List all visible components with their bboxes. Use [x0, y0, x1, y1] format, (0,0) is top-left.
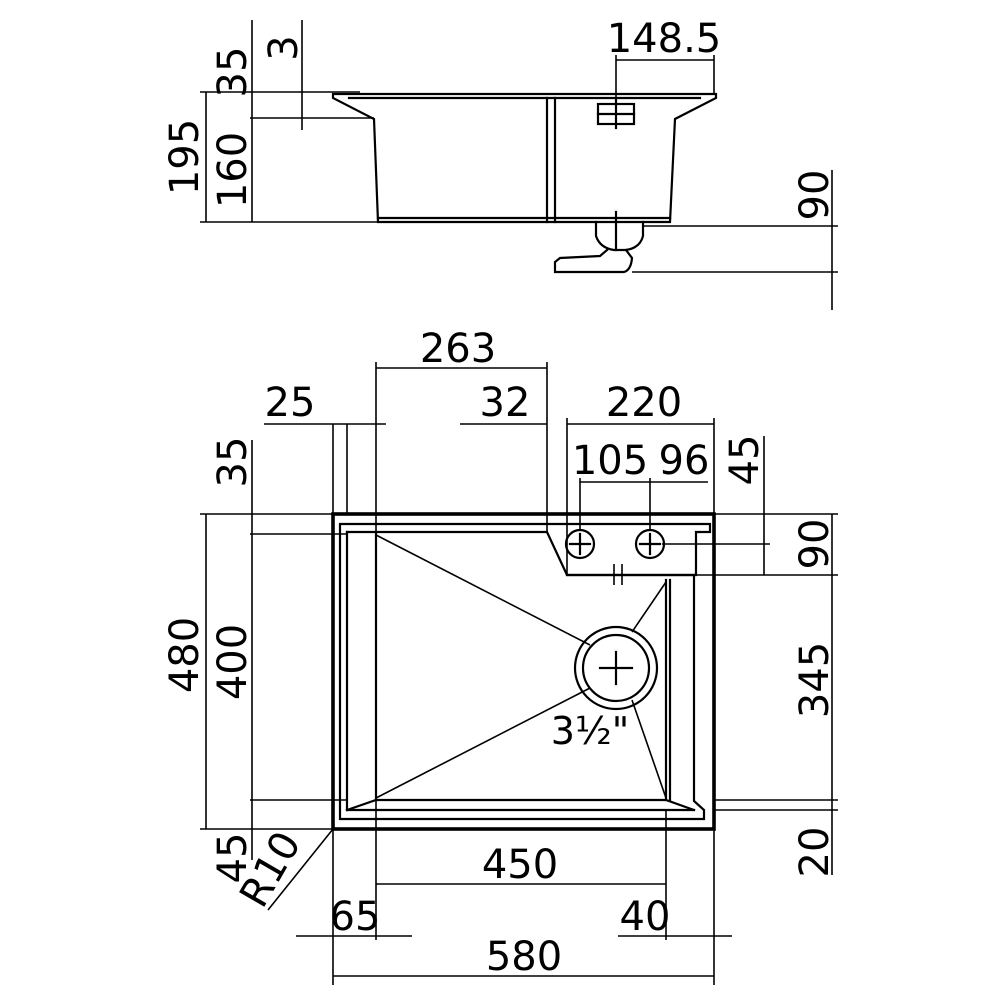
dim-label: 220: [606, 380, 682, 426]
bowl-outline: [338, 522, 712, 821]
dim-label: 32: [480, 380, 531, 426]
dim-label: 345: [792, 642, 838, 718]
drain-icon: [573, 625, 659, 711]
dim-label: 65: [330, 894, 381, 940]
dim-label: 263: [420, 326, 496, 372]
side-view: 35 3 195 160 148.5 90: [162, 16, 838, 310]
dim-label: 45: [722, 435, 768, 486]
overflow-marker-icon: [604, 564, 632, 585]
dim-label: 195: [162, 119, 208, 195]
dim-label: 96: [659, 438, 710, 484]
dim-label: 90: [792, 170, 838, 221]
dim-label: 480: [162, 617, 208, 693]
dim-label: 20: [792, 827, 838, 878]
dim-label: 160: [210, 132, 256, 208]
dim-label: 35: [210, 437, 256, 488]
plan-view: 3½": [162, 326, 838, 985]
drain-size-label: 3½": [551, 709, 630, 753]
dim-label: 148.5: [607, 16, 722, 62]
dim-label: 3: [261, 35, 307, 60]
side-profile-outline: [331, 92, 718, 224]
dim-label: 105: [572, 438, 648, 484]
tap-hole-icon: [634, 528, 666, 560]
dim-label: 450: [482, 842, 558, 888]
dim-label: 25: [265, 380, 316, 426]
dim-label: 40: [620, 894, 671, 940]
dim-label: 45: [210, 833, 256, 884]
dim-label: 35: [210, 47, 256, 98]
tap-hole-icon: [564, 528, 596, 560]
radius-leader: [267, 828, 334, 911]
drain-pipe-icon: [594, 220, 645, 252]
dim-label: 580: [486, 934, 562, 980]
dim-label: 400: [210, 624, 256, 700]
dim-label: 90: [792, 519, 838, 570]
